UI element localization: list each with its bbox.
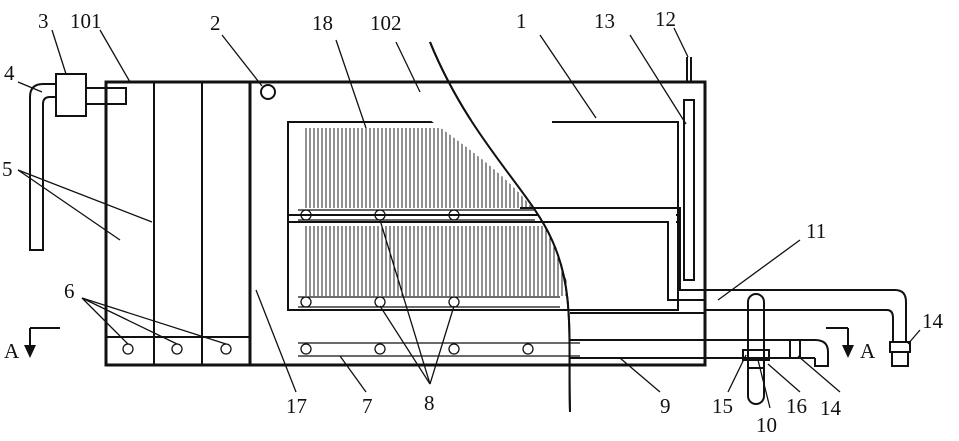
suction-pipe bbox=[520, 207, 911, 367]
label-101: 101 bbox=[70, 9, 102, 33]
label-17: 17 bbox=[286, 394, 307, 418]
label-A-left: A bbox=[4, 339, 20, 363]
label-8: 8 bbox=[424, 391, 435, 415]
label-10: 10 bbox=[756, 413, 777, 437]
aeration-holes bbox=[122, 343, 232, 355]
label-7: 7 bbox=[362, 394, 373, 418]
label-4: 4 bbox=[4, 61, 15, 85]
label-102: 102 bbox=[370, 11, 402, 35]
valve-assembly bbox=[742, 293, 770, 405]
label-6: 6 bbox=[64, 279, 75, 303]
label-15: 15 bbox=[712, 394, 733, 418]
aeration-pipe bbox=[298, 312, 829, 367]
label-14-bottom: 14 bbox=[820, 396, 842, 420]
label-12: 12 bbox=[655, 7, 676, 31]
left-compartments bbox=[106, 82, 252, 365]
section-marks bbox=[24, 327, 854, 358]
tank-outline bbox=[104, 80, 707, 367]
label-9: 9 bbox=[660, 394, 671, 418]
label-13: 13 bbox=[594, 9, 615, 33]
component-2-circle bbox=[260, 84, 276, 100]
label-16: 16 bbox=[786, 394, 807, 418]
cutaway-mask bbox=[430, 120, 676, 312]
label-A-right: A bbox=[860, 339, 876, 363]
labels: 3 101 2 18 102 1 13 12 4 5 11 6 A A 14 1… bbox=[2, 7, 944, 437]
label-5: 5 bbox=[2, 157, 13, 181]
level-gauge bbox=[683, 57, 695, 281]
label-18: 18 bbox=[312, 11, 333, 35]
label-14-top: 14 bbox=[922, 309, 944, 333]
label-3: 3 bbox=[38, 9, 49, 33]
label-11: 11 bbox=[806, 219, 826, 243]
label-1: 1 bbox=[516, 9, 527, 33]
label-2: 2 bbox=[210, 11, 221, 35]
component-3-assembly bbox=[29, 73, 127, 251]
leader-lines bbox=[17, 27, 921, 409]
